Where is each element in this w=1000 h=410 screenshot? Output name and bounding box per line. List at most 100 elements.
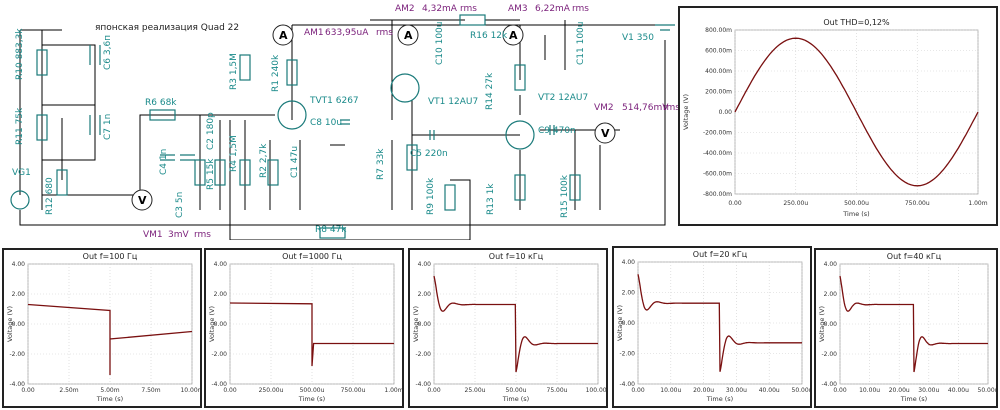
label-vg1: VG1 [12,168,31,178]
x-tick-label: 30.00u [726,387,747,394]
y-tick-label: -200.00m [703,130,732,137]
label-c10: C10 100u [435,22,445,65]
label-r15: R15 100k [560,174,570,218]
x-tick-label: 10.00u [859,387,880,394]
meter-am2-unit: rms [460,4,477,14]
meter-am3-value: 6,22mA [535,4,571,14]
x-tick-label: 100.00u [586,387,606,394]
schematic-title: японская реализация Quad 22 [95,23,239,33]
x-tick-label: 1.00m [968,200,987,207]
meter-vm1-unit: rms [194,230,211,240]
label-r16: R16 12k [470,31,508,41]
svg-text:V: V [601,127,610,140]
y-tick-label: 0.00 [214,321,228,328]
x-tick-label: 0.00 [21,387,35,394]
label-r4: R4 1,5M [229,135,239,172]
y-tick-label: 0.00 [719,109,733,116]
svg-text:A: A [509,29,518,42]
label-r13: R13 1k [486,183,496,215]
x-tick-label: 2.50m [59,387,78,394]
label-r11: R11 75k [15,107,25,145]
y-axis-label: Voltage (V) [818,306,826,342]
chart-title: Out f=40 кГц [887,252,942,261]
x-axis-label: Time (s) [298,395,325,403]
label-c8: C8 10u [310,118,342,128]
x-axis-label: Time (s) [502,395,529,403]
x-tick-label: 25.00u [465,387,486,394]
x-tick-label: 7.50m [141,387,160,394]
x-tick-label: 20.00u [693,387,714,394]
label-vt1: VT1 12AU7 [428,97,478,107]
x-tick-label: 750.00u [905,200,930,207]
x-tick-label: 500.00u [844,200,869,207]
y-tick-label: 600.00m [705,48,732,55]
label-c2: C2 180p [206,112,216,150]
meter-am1-value: 633,95uA [325,28,369,38]
label-c6: C6 3,6п [103,35,113,70]
y-tick-label: 4.00 [12,261,26,268]
label-tvt1: TVT1 6267 [309,96,359,106]
svg-text:A: A [404,29,413,42]
y-axis-label: Voltage (V) [208,306,216,342]
label-c4: C4 1n [159,149,169,175]
x-tick-label: 40.00u [759,387,780,394]
label-r12: R12 680 [45,177,55,215]
meter-glyphs: A A A V V [138,29,610,207]
x-tick-label: 500.00u [300,387,325,394]
label-v1: V1 350 [622,33,654,43]
x-tick-label: 75.00u [547,387,568,394]
y-tick-label: -800.00m [703,191,732,198]
chart-100hz: Out f=100 Гц0.002.50m5.00m7.50m10.00m4.0… [6,252,204,403]
x-tick-label: 50.00u [978,387,996,394]
y-axis-label: Voltage (V) [6,306,14,342]
y-tick-label: -4.00 [415,381,431,388]
label-vt2: VT2 12AU7 [538,93,588,103]
y-tick-label: 0.00 [622,320,636,327]
svg-text:A: A [279,29,288,42]
label-r2: R2 2,7k [259,143,269,178]
label-r7: R7 33k [376,148,386,180]
series-line [839,275,988,373]
meter-symbols [131,24,616,211]
y-tick-label: -4.00 [821,381,837,388]
x-tick-label: 10.00u [660,387,681,394]
schematic-wires [19,19,666,240]
y-tick-label: -4.00 [211,381,227,388]
svg-text:V: V [138,194,147,207]
x-tick-label: 40.00u [948,387,969,394]
meter-am2-value: 4,32mA [422,4,458,14]
chart-title: Out f=1000 Гц [282,252,342,261]
y-tick-label: -400.00m [703,150,732,157]
x-axis-label: Time (s) [706,395,733,403]
label-c11: C11 100u [576,22,586,65]
y-tick-label: 2.00 [214,291,228,298]
meter-vm1-value: 3mV [168,230,189,240]
y-tick-label: 2.00 [824,291,838,298]
y-tick-label: 2.00 [418,291,432,298]
y-tick-label: 200.00m [705,89,732,96]
series-line [637,274,802,372]
y-tick-label: -2.00 [211,351,227,358]
x-tick-label: 0.00 [833,387,847,394]
series-line [433,275,598,373]
meter-am3-unit: rms [572,4,589,14]
label-c5: C5 220n [410,149,448,159]
series-line [734,37,979,187]
y-axis-label: Voltage (V) [412,306,420,342]
x-tick-label: 750.00u [341,387,366,394]
y-tick-label: -2.00 [821,351,837,358]
meter-am2-name: AM2 [395,4,415,14]
y-tick-label: 2.00 [622,290,636,297]
x-tick-label: 0.00 [631,387,645,394]
x-tick-label: 250.00u [783,200,808,207]
y-tick-label: 0.00 [12,321,26,328]
meter-am1-unit: rms [376,28,393,38]
x-axis-label: Time (s) [842,210,869,218]
